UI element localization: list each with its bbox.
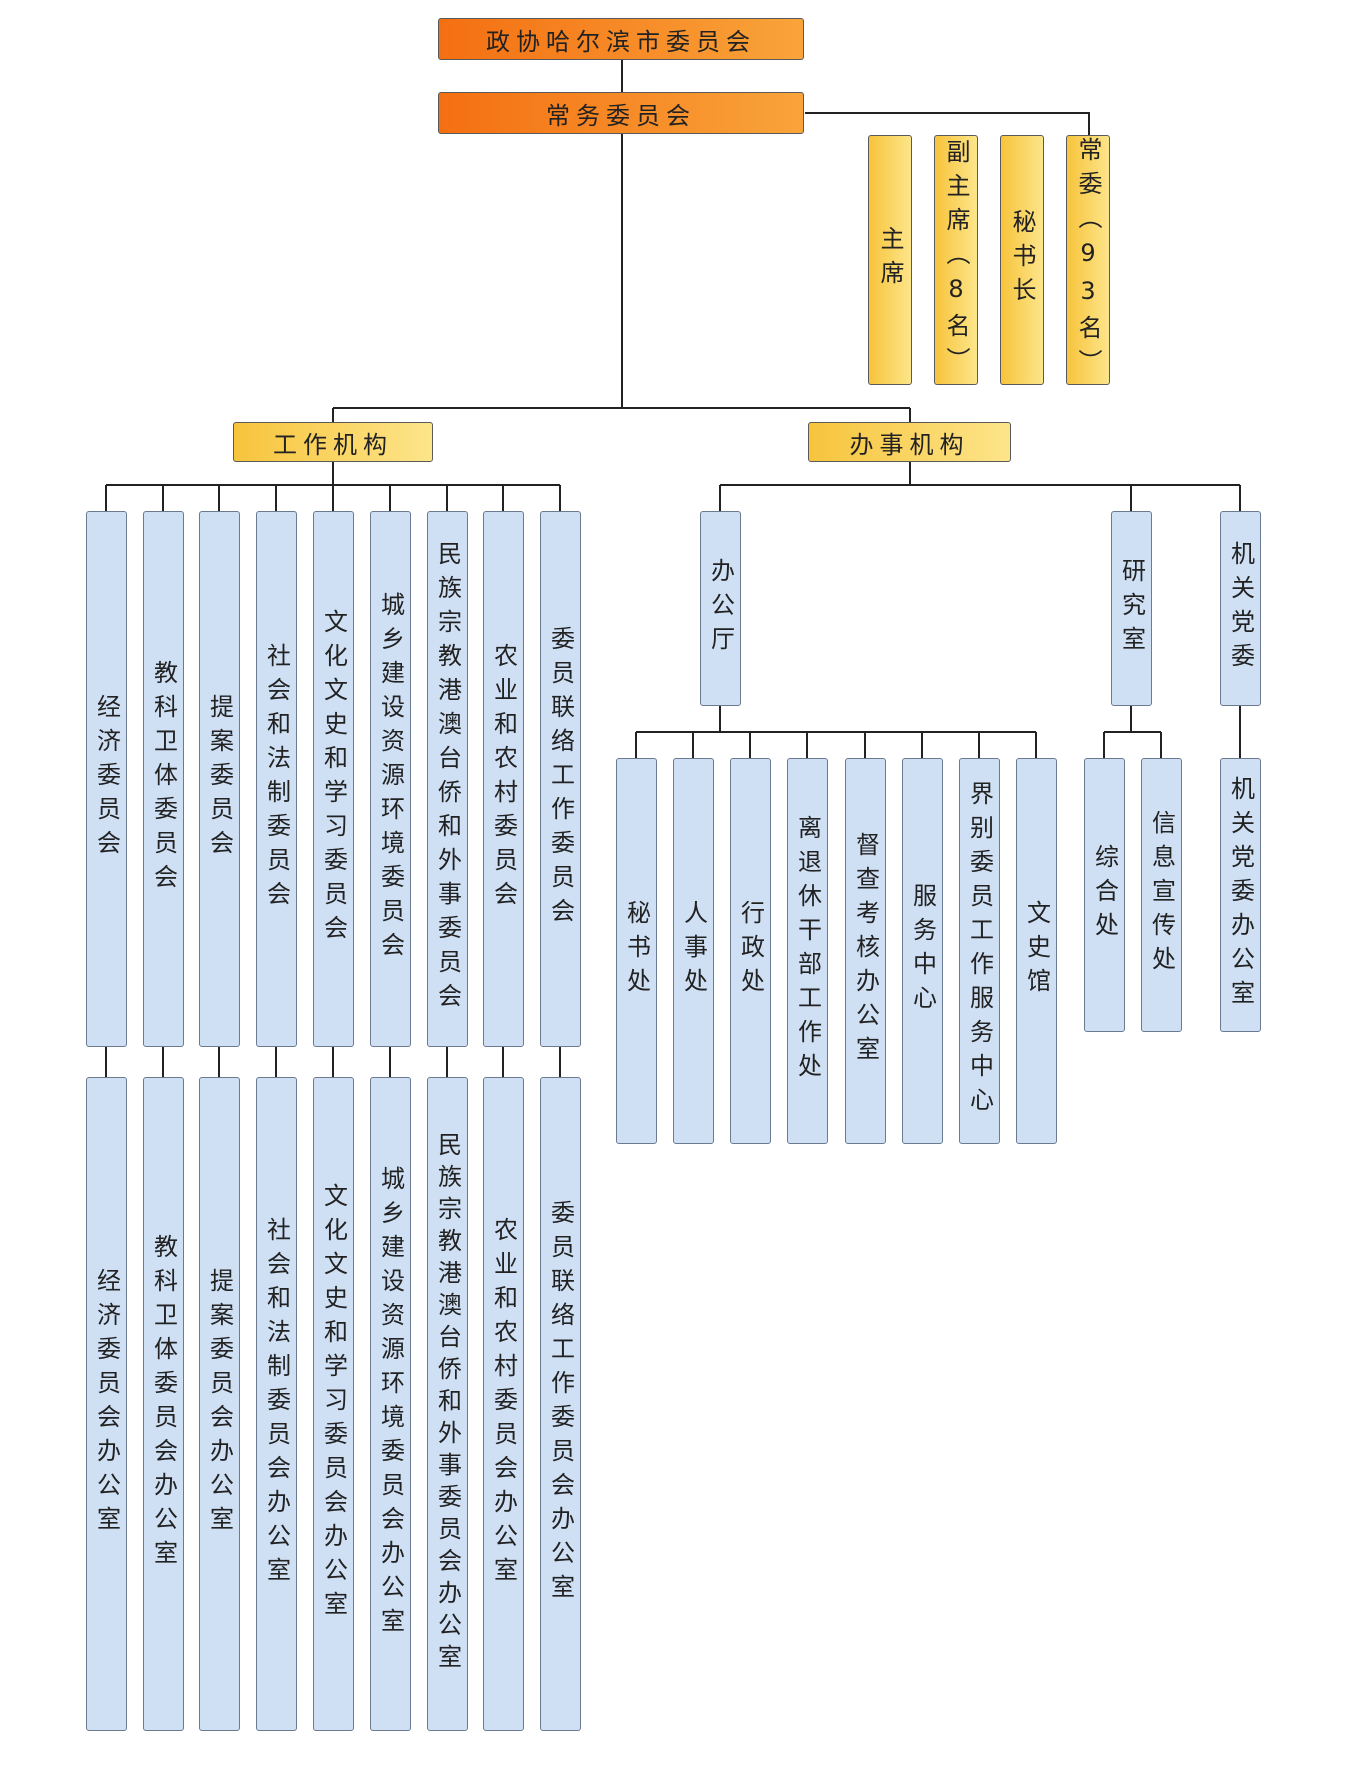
dept-sector-service: 界别委员工作服务中心	[959, 758, 1000, 1144]
committee-economy: 经济委员会	[86, 511, 127, 1047]
committee-culture: 文化文史和学习委员会	[313, 511, 354, 1047]
leader-standing-members: 常委（93名）	[1066, 135, 1110, 385]
committee-social-law: 社会和法制委员会	[256, 511, 297, 1047]
office-education: 教科卫体委员会办公室	[143, 1077, 184, 1731]
dept-administration: 行政处	[730, 758, 771, 1144]
office-organs-node: 办事机构	[808, 422, 1011, 462]
office-ethnic: 民族宗教港澳台侨和外事委员会办公室	[427, 1077, 468, 1731]
dept-general: 综合处	[1084, 758, 1125, 1032]
work-organs-node: 工作机构	[233, 422, 433, 462]
dept-party-office: 机关党委办公室	[1220, 758, 1261, 1032]
office-proposal: 提案委员会办公室	[199, 1077, 240, 1731]
unit-research-office: 研究室	[1111, 511, 1152, 706]
dept-retired-cadres: 离退休干部工作处	[787, 758, 828, 1144]
leader-chairman: 主席	[868, 135, 912, 385]
dept-supervision: 督查考核办公室	[845, 758, 886, 1144]
office-urban-rural: 城乡建设资源环境委员会办公室	[370, 1077, 411, 1731]
committee-agriculture: 农业和农村委员会	[483, 511, 524, 1047]
leader-vice-chairman: 副主席（8名）	[934, 135, 978, 385]
committee-ethnic: 民族宗教港澳台侨和外事委员会	[427, 511, 468, 1047]
committee-proposal: 提案委员会	[199, 511, 240, 1047]
dept-information: 信息宣传处	[1141, 758, 1182, 1032]
office-agriculture: 农业和农村委员会办公室	[483, 1077, 524, 1731]
dept-service-center: 服务中心	[902, 758, 943, 1144]
standing-committee-node: 常务委员会	[438, 92, 804, 134]
dept-personnel: 人事处	[673, 758, 714, 1144]
dept-history-museum: 文史馆	[1016, 758, 1057, 1144]
leader-secretary-general: 秘书长	[1000, 135, 1044, 385]
office-social-law: 社会和法制委员会办公室	[256, 1077, 297, 1731]
unit-party-committee: 机关党委	[1220, 511, 1261, 706]
office-liaison: 委员联络工作委员会办公室	[540, 1077, 581, 1731]
committee-liaison: 委员联络工作委员会	[540, 511, 581, 1047]
dept-secretariat: 秘书处	[616, 758, 657, 1144]
unit-general-office: 办公厅	[700, 511, 741, 706]
office-culture: 文化文史和学习委员会办公室	[313, 1077, 354, 1731]
office-economy: 经济委员会办公室	[86, 1077, 127, 1731]
committee-urban-rural: 城乡建设资源环境委员会	[370, 511, 411, 1047]
committee-education: 教科卫体委员会	[143, 511, 184, 1047]
top-node: 政协哈尔滨市委员会	[438, 18, 804, 60]
